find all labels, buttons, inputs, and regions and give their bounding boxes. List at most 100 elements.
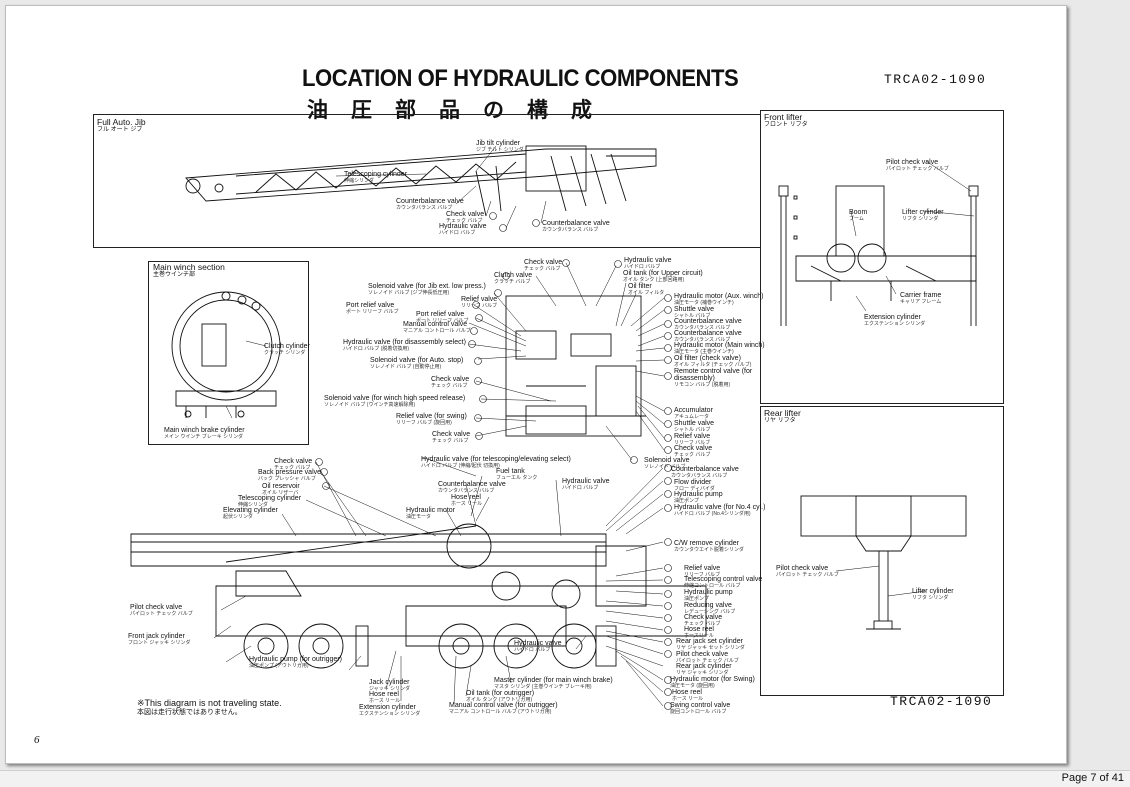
upper-right-label: Oil filter (check valve)オイル フィルタ (チェック バ…	[674, 355, 752, 368]
line-drawings	[130, 145, 979, 710]
leader-lines	[213, 145, 975, 707]
crane-drawing	[130, 523, 707, 669]
upper-right-label: Hydraulic motor (Aux. winch)油圧モータ (補巻ウイン…	[674, 293, 764, 306]
middle-label: Hydraulic valve (for telescoping/elevati…	[421, 456, 571, 469]
rear-lifter-frame	[760, 406, 1004, 696]
front-lifter-drawing	[778, 185, 979, 326]
upper-left-label: Hydraulic valve (for disassembly select)…	[343, 339, 466, 352]
page-indicator[interactable]: Page 7 of 41	[1061, 772, 1124, 784]
jib-drawing	[185, 145, 657, 217]
main-winch-drawing	[171, 291, 281, 418]
bottom-label: Manual control valve (for outrigger)マニアル…	[449, 702, 558, 715]
bottom-label: Oil tank (for outrigger)オイル タンク (アウトリガ用)	[466, 690, 535, 703]
printed-page-number: 6	[34, 734, 40, 746]
drawing-code-bottom: TRCA02-1090	[890, 694, 993, 709]
upper-structure-drawing	[505, 295, 646, 437]
upper-right-label: Remote control valve (for disassembly)リモ…	[674, 368, 753, 388]
page-subtitle-jp: 油圧部品の構成	[307, 99, 615, 122]
upper-left-label: Solenoid valve (for Jib ext. low press.)…	[368, 283, 486, 296]
bottom-label: Master cylinder (for main winch brake)マス…	[494, 677, 613, 690]
viewer-status-bar: Page 7 of 41	[0, 770, 1130, 787]
rear-lifter-drawing	[800, 495, 967, 630]
main-winch-frame	[148, 261, 309, 445]
reference-bubbles	[315, 212, 672, 710]
page-title: LOCATION OF HYDRAULIC COMPONENTS	[302, 65, 739, 92]
upper-right-label: Hydraulic motor (Main winch)油圧モータ (主巻ウイン…	[674, 342, 765, 355]
upper-left-label: Solenoid valve (for winch high speed rel…	[324, 395, 466, 408]
traveling-state-note: ※This diagram is not traveling state.本図は…	[137, 698, 282, 716]
drawing-code-top: TRCA02-1090	[884, 72, 987, 87]
document-page: LOCATION OF HYDRAULIC COMPONENTS 油圧部品の構成…	[5, 5, 1067, 764]
lower-right-label: Hydraulic motor (for Swing)油圧モータ (旋回用)	[670, 676, 755, 689]
upper-top-label: Oil tank (for Upper circuit)オイル タンク (上部回…	[623, 270, 703, 283]
lower-right-label: Hydraulic valve (for No.4 cyl.)ハイドロ バルブ …	[674, 504, 766, 517]
upper-left-label: Solenoid valve (for Auto. stop)ソレノイド バルブ…	[370, 357, 464, 370]
